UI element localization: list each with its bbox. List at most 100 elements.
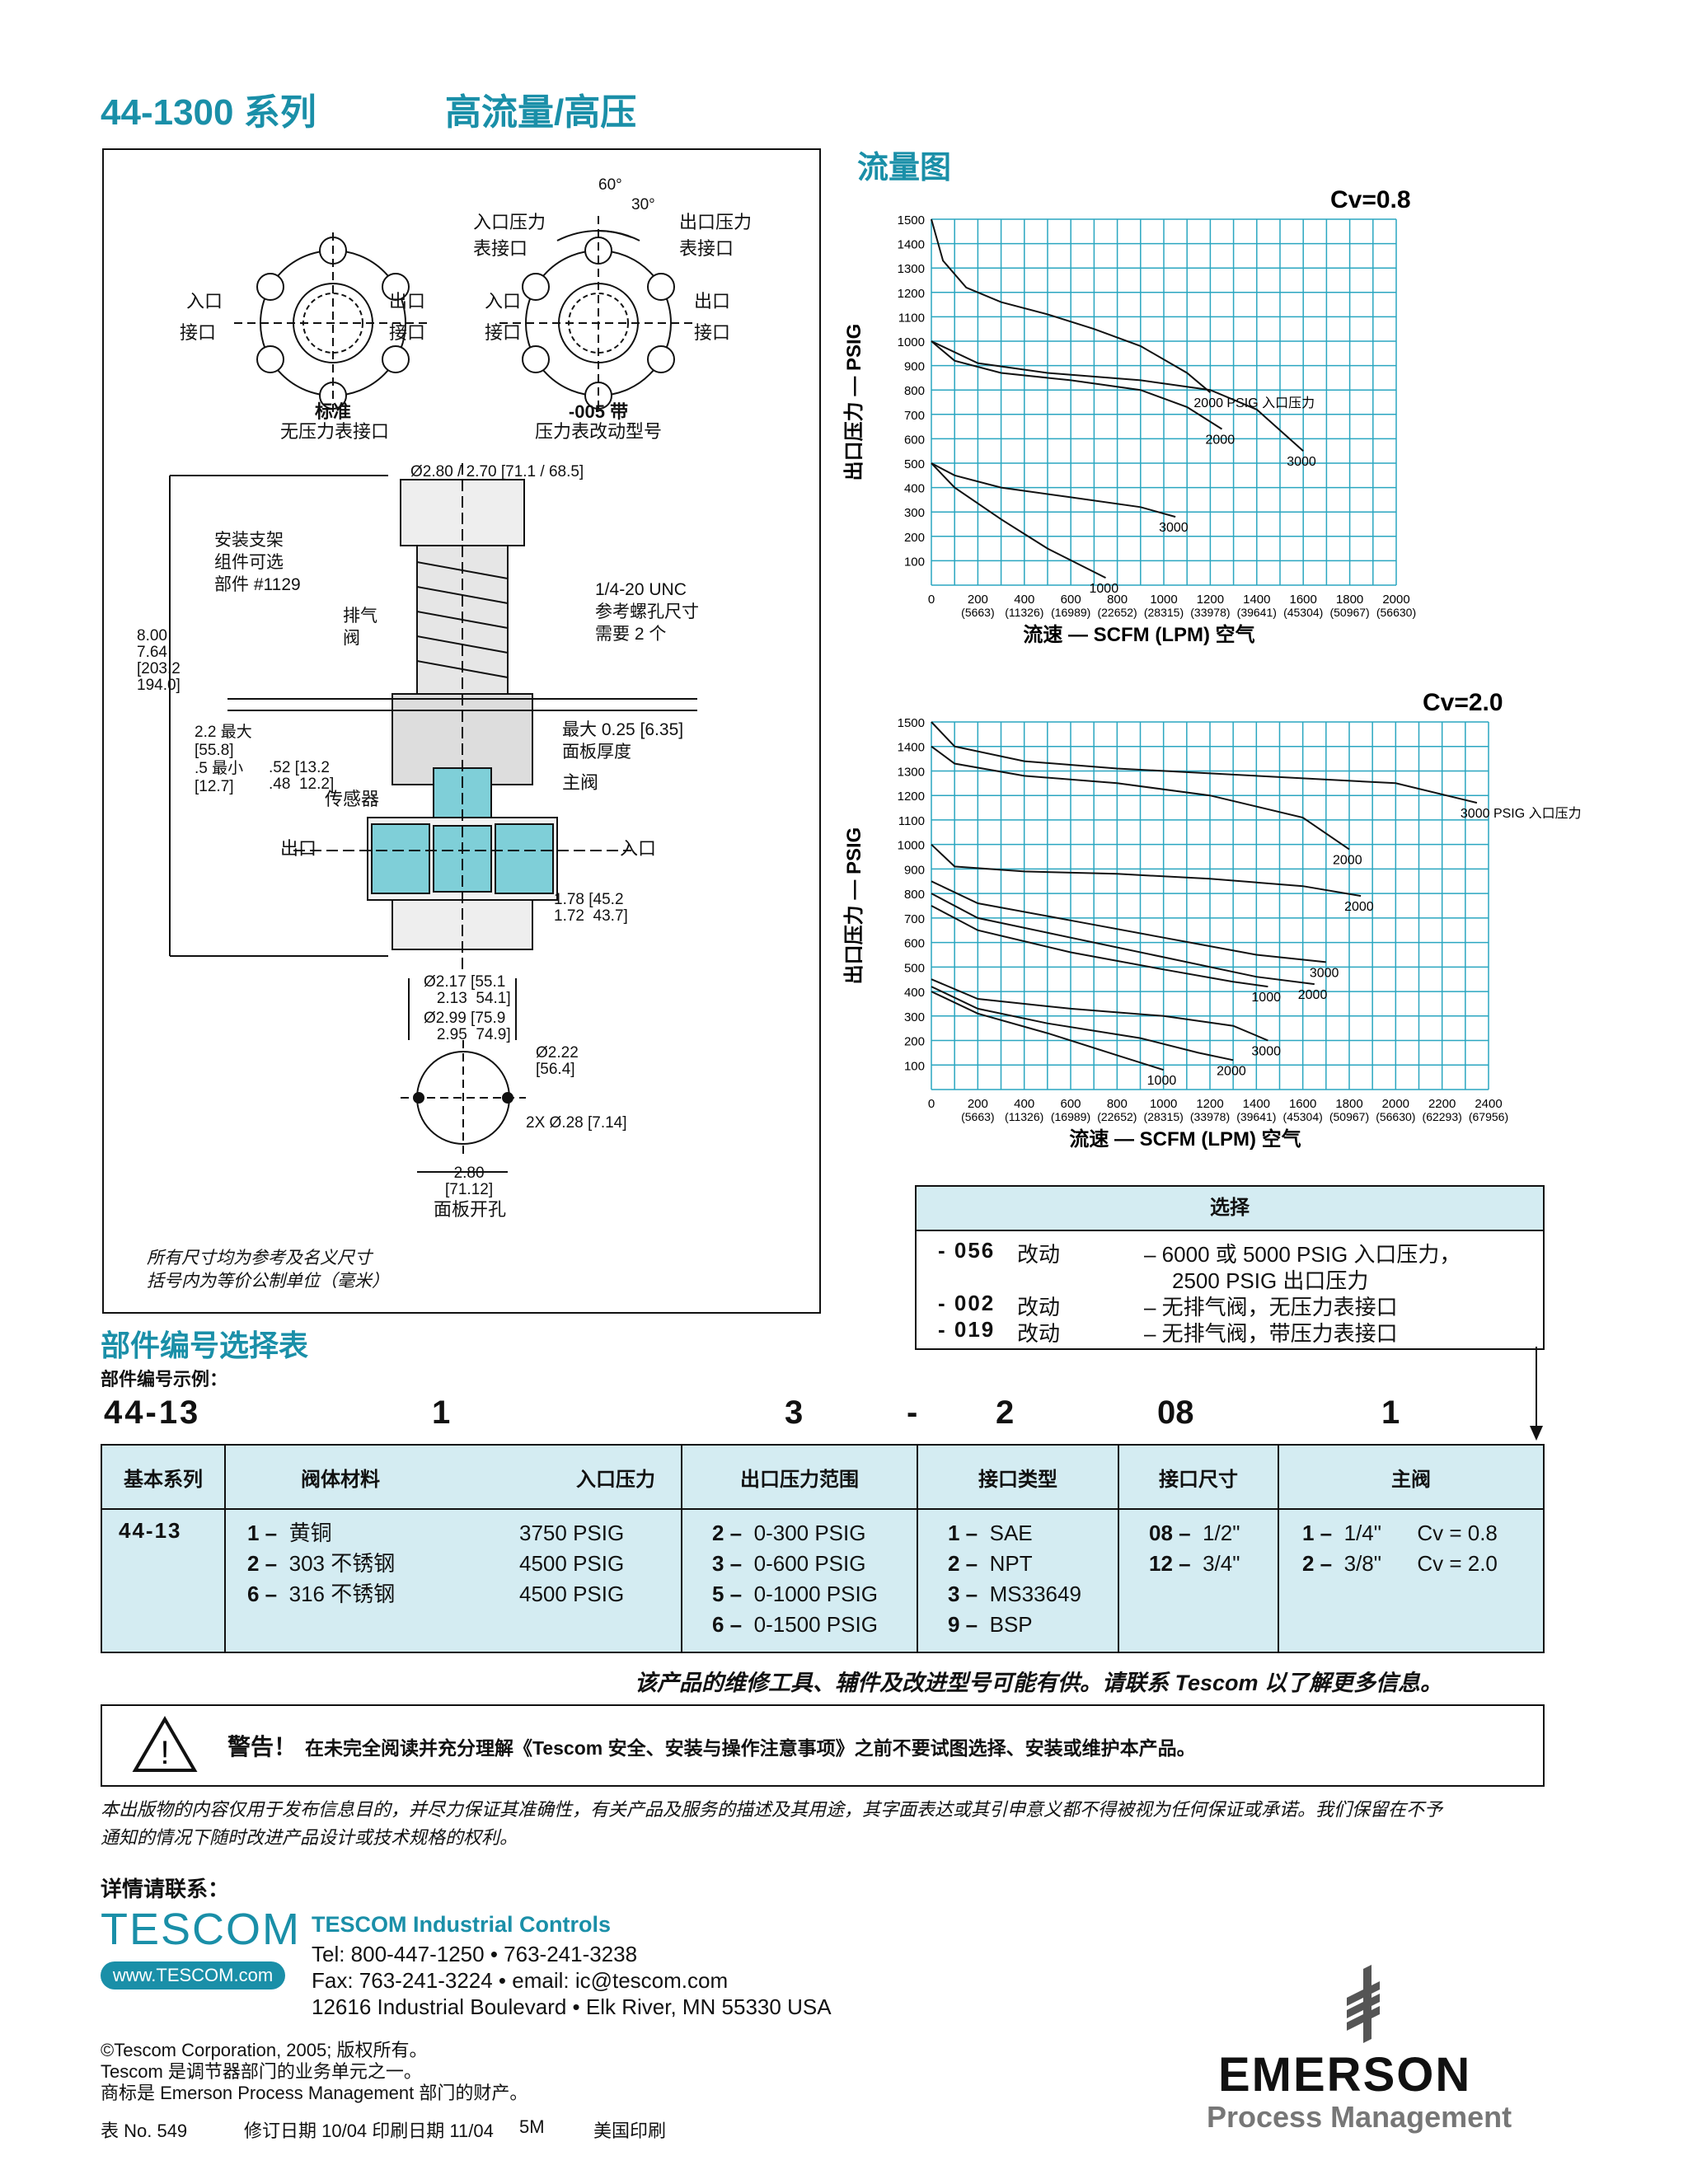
option-desc-002: – 无排气阀，无压力表接口 (1144, 1295, 1398, 1319)
pn-example-label: 部件编号示例： (101, 1369, 228, 1390)
panel-cutout-icon (401, 1040, 526, 1173)
series-line (931, 880, 1326, 963)
x-tick-lpm-label: (67956) (1469, 1110, 1508, 1123)
opt-caption: -005 带 (568, 401, 629, 422)
x-tick-lpm-label: (11326) (1005, 606, 1043, 619)
y-tick-label: 1200 (898, 790, 925, 804)
series-label: 3000 (1159, 521, 1189, 535)
y-tick-label: 200 (904, 531, 925, 545)
x-tick-label: 400 (1014, 593, 1034, 607)
pn-section-title: 部件编号选择表 (101, 1329, 309, 1362)
series-line (931, 340, 1304, 452)
y-tick-label: 300 (904, 1010, 925, 1024)
series-label: 2000 (1298, 988, 1328, 1002)
port-out2-label: 接口 (389, 322, 426, 343)
outlet-label: 出口 (280, 838, 317, 859)
regulator-section (169, 463, 697, 1040)
y-tick-label: 1500 (898, 716, 925, 730)
part-number-table: 基本系列 阀体材料 入口压力 出口压力范围 接口类型 接口尺寸 主阀 44-13… (101, 1444, 1545, 1653)
pn-example-1: 1 (432, 1394, 451, 1431)
y-tick-label: 1200 (898, 287, 925, 301)
x-axis-label: 流速 — SCFM (LPM) 空气 (1023, 623, 1254, 646)
series-label: 2000 (1333, 854, 1362, 868)
y-tick-label: 500 (904, 961, 925, 975)
table-header-row: 基本系列 阀体材料 入口压力 出口压力范围 接口类型 接口尺寸 主阀 (101, 1444, 1545, 1510)
port-in2-label-2: 接口 (485, 322, 522, 343)
y-tick-label: 100 (904, 1059, 925, 1073)
contact-tel: Tel: 800-447-1250 • 763-241-3238 (312, 1942, 638, 1966)
min-dim: .52 [13.2 .48 12.2] (269, 759, 335, 793)
std-caption: 标准 (314, 401, 351, 422)
x-tick-lpm-label: (39641) (1236, 1110, 1276, 1123)
options-title: 选择 (917, 1187, 1543, 1231)
option-mod-019: 改动 (1017, 1321, 1061, 1346)
contact-heading: 详情请联系： (101, 1877, 230, 1901)
x-tick-label: 0 (928, 593, 935, 607)
option-desc-056: – 6000 或 5000 PSIG 入口压力， (1144, 1242, 1461, 1267)
y-tick-label: 1400 (898, 238, 925, 252)
website-link[interactable]: www.TESCOM.com (101, 1961, 285, 1990)
series-label: 1000 (1251, 991, 1281, 1005)
printed-in: 美国印刷 (593, 2121, 667, 2141)
x-tick-lpm-label: (28315) (1144, 1110, 1184, 1123)
series-line (931, 991, 1165, 1071)
cutout-label: 面板开孔 (434, 1199, 507, 1220)
list-item: 1 – 黄铜 (247, 1521, 332, 1545)
inlet-label: 入口 (620, 838, 657, 859)
y-tick-label: 600 (904, 937, 925, 951)
page-title: 高流量/高压 (445, 92, 637, 133)
list-item: 2 – 3/8" Cv = 2.0 (1302, 1551, 1498, 1576)
series-line (931, 340, 1223, 430)
angle-60-label: 60° (598, 176, 622, 194)
options-box: 选择 - 056 改动 – 6000 或 5000 PSIG 入口压力， 250… (915, 1185, 1545, 1350)
x-tick-lpm-label: (50967) (1329, 1110, 1369, 1123)
x-tick-label: 1800 (1336, 593, 1363, 607)
x-tick-label: 2000 (1382, 593, 1409, 607)
y-tick-label: 800 (904, 888, 925, 902)
list-item: 3 – 0-600 PSIG (712, 1551, 866, 1576)
cutout-dim: 2.80 [71.12] (445, 1165, 494, 1198)
th-base: 基本系列 (101, 1444, 226, 1510)
x-tick-label: 600 (1060, 1097, 1081, 1111)
sensor-label: 传感器 (325, 789, 380, 809)
x-tick-label: 200 (968, 593, 988, 607)
series-label: 2000 PSIG 入口压力 (1193, 396, 1315, 410)
y-tick-label: 400 (904, 986, 925, 1000)
x-tick-lpm-label: (5663) (961, 1110, 994, 1123)
disclaimer-2: 通知的情况下随时改进产品设计或技术规格的权利。 (101, 1827, 518, 1848)
x-tick-lpm-label: (45304) (1283, 606, 1323, 619)
list-item: 9 – BSP (948, 1612, 1033, 1637)
sheet-number: 表 No. 549 (101, 2121, 188, 2141)
series-label: 2000 (1217, 1064, 1246, 1078)
x-tick-lpm-label: (39641) (1237, 606, 1277, 619)
series-line (931, 893, 1315, 986)
disclaimer-1: 本出版物的内容仅用于发布信息目的，并尽力保证其准确性，有关产品及服务的描述及其用… (101, 1799, 1443, 1820)
y-tick-label: 400 (904, 482, 925, 496)
x-tick-lpm-label: (22652) (1097, 1110, 1137, 1123)
series-label: 2000 (1344, 900, 1374, 914)
x-tick-lpm-label: (50967) (1329, 606, 1369, 619)
series-label: 3000 (1251, 1045, 1281, 1059)
series-line (931, 905, 1268, 988)
print-quantity: 5M (519, 2116, 545, 2137)
list-item: 2 – NPT (948, 1551, 1033, 1576)
copyright-2: Tescom 是调节器部门的业务单元之一。 (101, 2061, 422, 2082)
x-tick-label: 1200 (1196, 1097, 1223, 1111)
emerson-sub: Process Management (1207, 2100, 1512, 2134)
y-tick-label: 600 (904, 433, 925, 447)
x-tick-label: 2200 (1428, 1097, 1456, 1111)
drawing-svg (169, 216, 697, 1173)
handwheel-standard-icon (234, 232, 432, 414)
tescom-logo: TESCOM (101, 1905, 302, 1954)
max-label: 2.2 最大 [55.8] (195, 724, 252, 759)
y-tick-label: 1300 (898, 765, 925, 779)
list-item: 1 – 1/4" Cv = 0.8 (1302, 1521, 1498, 1545)
gauge-outlet-label: 出口压力 表接口 (679, 212, 753, 259)
option-code-019: - 019 (938, 1317, 996, 1342)
warning-text: 在未完全阅读并充分理解《Tescom 安全、安装与操作注意事项》之前不要试图选择… (305, 1737, 1196, 1759)
main-valve-label: 主阀 (562, 772, 599, 793)
company-name: TESCOM Industrial Controls (312, 1912, 612, 1937)
port-dim: 1.78 [45.2 1.72 43.7] (554, 891, 628, 925)
series-line (931, 218, 1212, 393)
list-item: 1 – SAE (948, 1521, 1033, 1545)
